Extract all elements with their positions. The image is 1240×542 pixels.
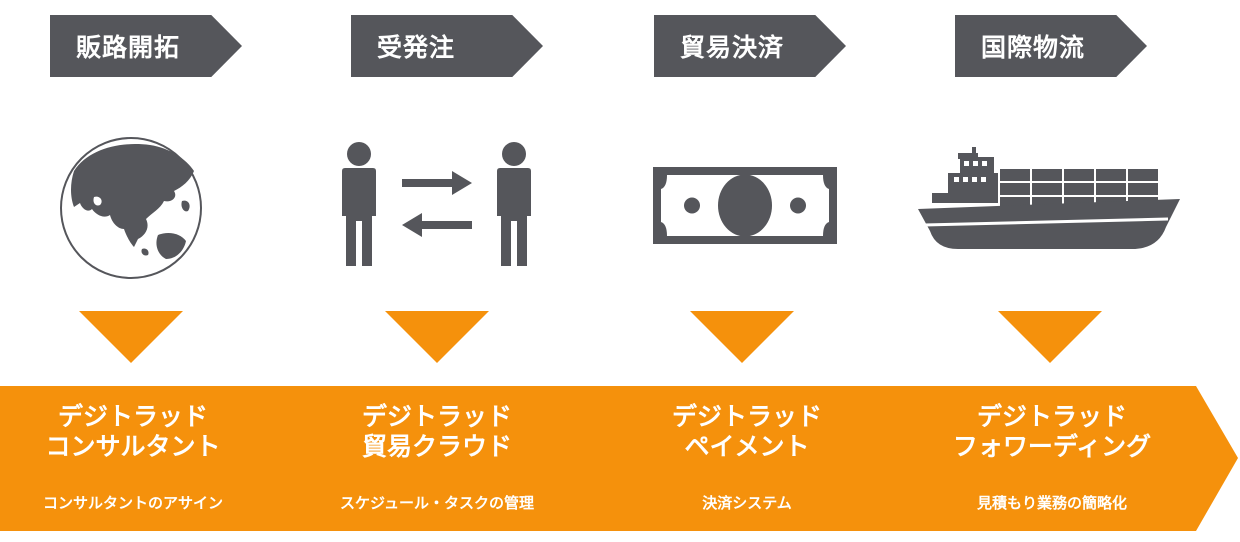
down-arrow-icon	[690, 311, 794, 363]
down-arrow-icon	[385, 311, 489, 363]
globe-icon	[60, 137, 202, 279]
service-description: スケジュール・タスクの管理	[340, 494, 534, 512]
down-arrow-icon	[79, 311, 183, 363]
service-description: 見積もり業務の簡略化	[976, 494, 1127, 512]
people-exchange-icon	[342, 142, 531, 266]
step-tag-logistics: 国際物流	[955, 15, 1147, 77]
service-band-arrow	[0, 386, 1238, 531]
service-brand: デジトラッド	[671, 402, 822, 431]
service-name: 貿易クラウド	[361, 432, 512, 461]
service-payment: デジトラッド ペイメント 決済システム	[592, 402, 902, 513]
service-description: コンサルタントのアサイン	[42, 494, 223, 512]
service-name: フォワーディング	[952, 432, 1152, 461]
cargo-ship-icon	[918, 147, 1180, 249]
step-tag-label: 受発注	[377, 33, 456, 62]
service-description: 決済システム	[702, 494, 792, 512]
service-brand: デジトラッド	[57, 402, 208, 431]
down-arrow-icon	[998, 311, 1102, 363]
step-tag-label: 貿易決済	[680, 33, 785, 62]
service-consultant: デジトラッド コンサルタント コンサルタントのアサイン	[0, 402, 288, 513]
service-name: コンサルタント	[45, 432, 221, 461]
service-brand: デジトラッド	[361, 402, 512, 431]
step-tag-sales-channel: 販路開拓	[50, 15, 242, 77]
banknote-icon	[653, 167, 837, 244]
step-tag-label: 国際物流	[981, 33, 1086, 62]
service-brand: デジトラッド	[976, 402, 1127, 431]
service-name: ペイメント	[684, 432, 810, 461]
step-tag-trade-settlement: 貿易決済	[654, 15, 846, 77]
step-tag-label: 販路開拓	[76, 33, 181, 62]
service-trade-cloud: デジトラッド 貿易クラウド スケジュール・タスクの管理	[282, 402, 592, 513]
service-forwarding: デジトラッド フォワーディング 見積もり業務の簡略化	[897, 402, 1207, 513]
step-tag-ordering: 受発注	[351, 15, 543, 77]
